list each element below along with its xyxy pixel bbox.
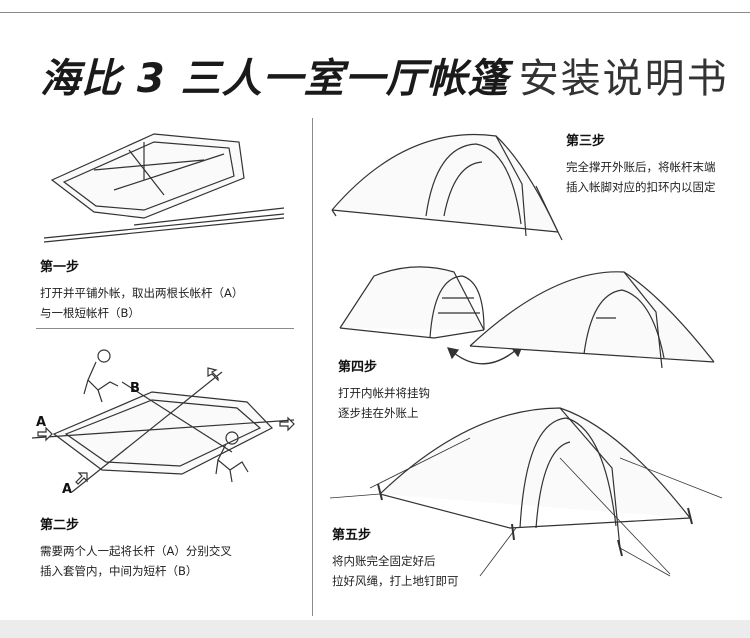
step3-illustration <box>326 124 566 259</box>
step2-instructions: 第二步 需要两个人一起将长杆（A）分别交叉 插入套管内，中间为短杆（B） <box>40 514 232 581</box>
step3-line1: 完全撑开外账后，将帐杆末端 <box>566 160 716 174</box>
step3-line2: 插入帐脚对应的扣环内以固定 <box>566 180 716 194</box>
step5-heading: 第五步 <box>332 528 372 543</box>
step4-illustration <box>334 258 719 388</box>
step1-instructions: 第一步 打开并平铺外帐，取出两根长帐杆（A） 与一根短帐杆（B） <box>40 256 243 323</box>
step1-illustration <box>34 120 294 245</box>
pole-label-a-bottom: A <box>62 482 73 497</box>
column-divider <box>312 118 313 616</box>
step3-heading: 第三步 <box>566 134 606 149</box>
title-manual: 安装说明书 <box>518 56 729 102</box>
step2-illustration <box>32 342 307 504</box>
step2-line2: 插入套管内，中间为短杆（B） <box>40 564 198 578</box>
step4-line2: 逐步挂在外账上 <box>338 406 419 420</box>
step5-instructions: 第五步 将内账完全固定好后 拉好风绳，打上地钉即可 <box>332 524 459 591</box>
step1-heading: 第一步 <box>40 260 80 275</box>
pole-label-a-left: A <box>36 415 47 430</box>
top-rule <box>0 12 750 13</box>
step2-line1: 需要两个人一起将长杆（A）分别交叉 <box>40 544 232 558</box>
step5-line1: 将内账完全固定好后 <box>332 554 436 568</box>
pole-label-b: B <box>130 381 140 396</box>
step4-instructions: 第四步 打开内帐并将挂钩 逐步挂在外账上 <box>338 356 430 423</box>
step2-label-b: B <box>130 381 140 396</box>
page-title: 海比 3 三人一室一厅帐篷 安装说明书 <box>40 46 729 102</box>
title-product: 海比 3 三人一室一厅帐篷 <box>40 56 509 102</box>
step-divider <box>36 328 294 329</box>
step4-line1: 打开内帐并将挂钩 <box>338 386 430 400</box>
step5-illustration <box>330 398 730 578</box>
step2-heading: 第二步 <box>40 518 80 533</box>
bottom-band <box>0 620 750 638</box>
step2-label-a2: A <box>62 482 72 497</box>
step2-label-a1: A <box>36 415 46 430</box>
step1-line1: 打开并平铺外帐，取出两根长帐杆（A） <box>40 286 244 300</box>
step3-instructions: 第三步 完全撑开外账后，将帐杆末端 插入帐脚对应的扣环内以固定 <box>566 130 716 197</box>
step1-line2: 与一根短帐杆（B） <box>40 306 140 320</box>
step5-line2: 拉好风绳，打上地钉即可 <box>332 574 459 588</box>
step4-heading: 第四步 <box>338 360 378 375</box>
